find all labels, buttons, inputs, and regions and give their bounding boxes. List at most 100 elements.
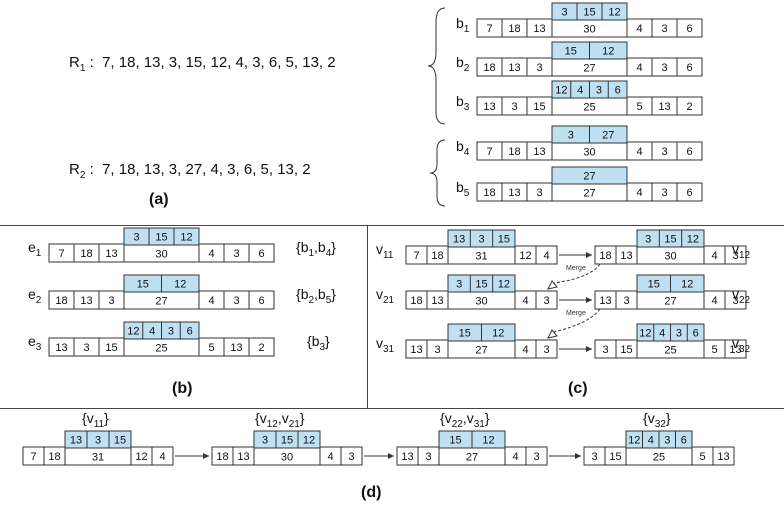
- row-b2-top-value: 15: [565, 46, 577, 58]
- row-v32-right-cell: [724, 339, 747, 359]
- set-d2-text: }: [299, 410, 305, 426]
- label-e2: e2: [28, 286, 41, 306]
- node-d4-top-value: 3: [664, 435, 670, 447]
- node-d1-right-value: 12: [135, 451, 147, 463]
- row-v31-sum-value: 27: [475, 345, 487, 357]
- label-v32-text: v: [732, 335, 739, 351]
- row-v11-right-value: 4: [543, 250, 549, 262]
- row-e2-left-value: 3: [108, 295, 114, 307]
- sequence-r2-sub: 2: [79, 170, 86, 181]
- row-e3-sum-value: 25: [155, 343, 167, 355]
- label-v12-text: v: [732, 241, 739, 257]
- row-b2-left-value: 13: [508, 62, 520, 74]
- row-v11-sum-value: 31: [475, 251, 487, 263]
- set-e2-text: }: [331, 286, 336, 302]
- arrowhead-c-3: [586, 346, 592, 352]
- brace-r2: [429, 139, 446, 207]
- row-b4-left-value: 18: [508, 146, 520, 158]
- node-d3-right-value: 3: [533, 451, 539, 463]
- row-b1-top-value: 3: [561, 7, 567, 19]
- row-v11-left-value: 18: [431, 250, 443, 262]
- row-e1-top-value: 12: [180, 232, 192, 244]
- row-v21-top-value: 12: [498, 279, 510, 291]
- divider-horizontal-top: [0, 225, 784, 226]
- row-e3-left-value: 3: [83, 342, 89, 354]
- row-e1-right-cell: [248, 243, 275, 263]
- set-d4-text: v: [647, 410, 655, 426]
- row-e1-top-value: 15: [155, 232, 167, 244]
- node-d1-right-value: 4: [159, 451, 165, 463]
- label-e2-sub: 2: [35, 294, 42, 306]
- row-v21-left-value: 18: [410, 295, 422, 307]
- row-b3-top-value: 3: [596, 85, 602, 97]
- label-v32-sub: 32: [739, 343, 751, 355]
- node-d4-right-value: 13: [717, 451, 729, 463]
- label-v12-sub: 12: [739, 249, 751, 261]
- label-b1: b1: [456, 15, 469, 35]
- label-v11-sub: 11: [383, 249, 394, 261]
- node-d4-left-value: 3: [591, 451, 597, 463]
- set-e2-text: ,b: [314, 286, 326, 302]
- node-d3-left-value: 3: [425, 451, 431, 463]
- label-b2-sub: 2: [463, 62, 470, 74]
- label-b5-sub: 5: [463, 187, 470, 199]
- label-v21-text: v: [376, 286, 383, 302]
- row-e1-right-value: 6: [258, 248, 264, 260]
- node-d1-top-value: 3: [95, 435, 101, 447]
- set-e3-text: {: [307, 333, 312, 349]
- node-d4-top-value: 4: [648, 435, 654, 447]
- set-d3-sub: 22: [451, 418, 463, 430]
- set-d1-text: {: [82, 410, 87, 426]
- row-b1-right-cell: [676, 18, 703, 38]
- row-v12-top-value: 15: [664, 234, 676, 246]
- row-b1-right-value: 3: [661, 23, 667, 35]
- row-b5-left-value: 13: [508, 187, 520, 199]
- row-e2-top-value: 15: [137, 279, 149, 291]
- row-b3-top-value: 4: [577, 85, 583, 97]
- node-d3-sum-value: 27: [466, 452, 478, 464]
- sequence-r1-name: R: [69, 54, 80, 71]
- row-e1-right-value: 3: [233, 248, 239, 260]
- node-d2-left-value: 18: [216, 451, 228, 463]
- set-d2-sub: 21: [288, 418, 300, 430]
- label-e3-sub: 3: [35, 341, 42, 353]
- set-d3-text: ,: [462, 410, 467, 426]
- sequence-r1: R1 : 7, 18, 13, 3, 15, 12, 4, 3, 6, 5, 1…: [69, 54, 336, 74]
- row-b4-right-value: 4: [636, 146, 642, 158]
- label-v21: v21: [376, 286, 394, 306]
- row-b2-top-value: 12: [602, 46, 614, 58]
- row-b1-sum-value: 30: [583, 24, 595, 36]
- label-e3-text: e: [28, 333, 36, 349]
- set-e1: {b1,b4}: [296, 239, 336, 259]
- set-d4: {v32}: [643, 410, 671, 430]
- row-e3-right-value: 13: [230, 342, 242, 354]
- set-e1-text: }: [331, 239, 336, 255]
- set-e2-sub: 2: [308, 294, 315, 306]
- label-b4-text: b: [456, 138, 464, 154]
- row-v22-left-value: 13: [599, 295, 611, 307]
- set-d2-text: {: [255, 410, 260, 426]
- row-e3-top-value: 3: [168, 326, 174, 338]
- row-e3-right-cell: [248, 337, 275, 357]
- label-v11: v11: [376, 241, 393, 261]
- row-v11-top-value: 15: [498, 234, 510, 246]
- row-e2-right-value: 3: [233, 295, 239, 307]
- row-b3-left-value: 15: [533, 101, 545, 113]
- row-b5-right-value: 4: [636, 187, 642, 199]
- label-e1-text: e: [28, 239, 36, 255]
- row-b3-right-value: 13: [658, 101, 670, 113]
- label-b2-text: b: [456, 54, 464, 70]
- row-v32-left-value: 3: [602, 344, 608, 356]
- set-d4-text: {: [643, 410, 648, 426]
- node-d4-top-value: 12: [628, 435, 640, 447]
- row-v12-top-value: 3: [645, 234, 651, 246]
- set-e2-text: b: [300, 286, 309, 302]
